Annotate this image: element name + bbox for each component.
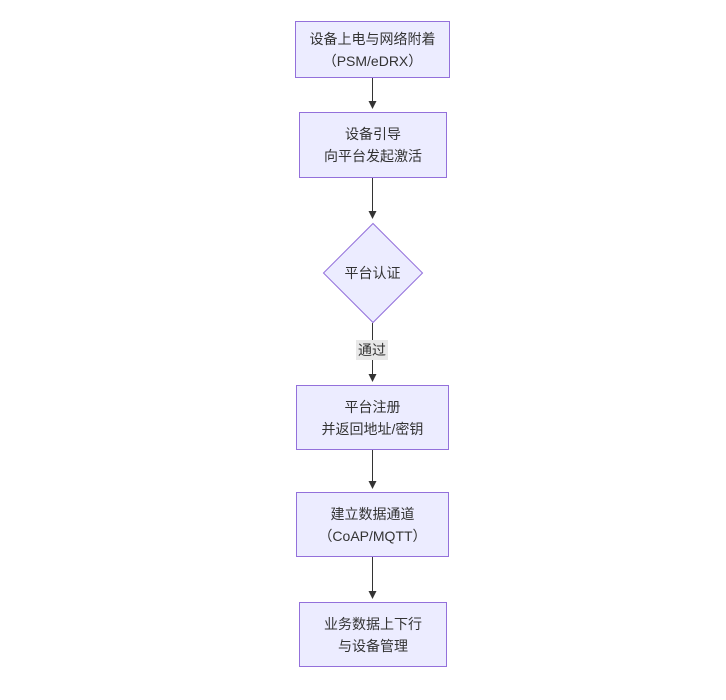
node-label-line: 平台认证 <box>344 264 401 281</box>
node-label-line: （PSM/eDRX） <box>322 52 423 69</box>
node-label-line: 平台注册 <box>344 398 401 415</box>
node-label-line: （CoAP/MQTT） <box>318 527 427 544</box>
node-data-channel: 建立数据通道 （CoAP/MQTT） <box>296 492 449 557</box>
node-label-line: 并返回地址/密钥 <box>321 420 424 437</box>
node-label-line: 业务数据上下行 <box>324 615 422 632</box>
node-platform-auth: 平台认证 <box>322 222 423 323</box>
node-label-line: 向平台发起激活 <box>324 148 422 164</box>
node-label-line: 设备上电与网络附着 <box>309 30 436 47</box>
node-bootstrap: 设备引导 向平台发起激活 <box>299 112 447 178</box>
node-platform-register: 平台注册 并返回地址/密钥 <box>296 385 449 450</box>
node-business-mgmt: 业务数据上下行 与设备管理 <box>299 602 447 667</box>
node-label-line: 建立数据通道 <box>330 505 415 522</box>
node-label-line: 设备引导 <box>345 126 401 142</box>
node-power-attach: 设备上电与网络附着 （PSM/eDRX） <box>295 21 450 78</box>
node-label-line: 与设备管理 <box>338 637 408 654</box>
edge-label-pass: 通过 <box>356 340 388 360</box>
